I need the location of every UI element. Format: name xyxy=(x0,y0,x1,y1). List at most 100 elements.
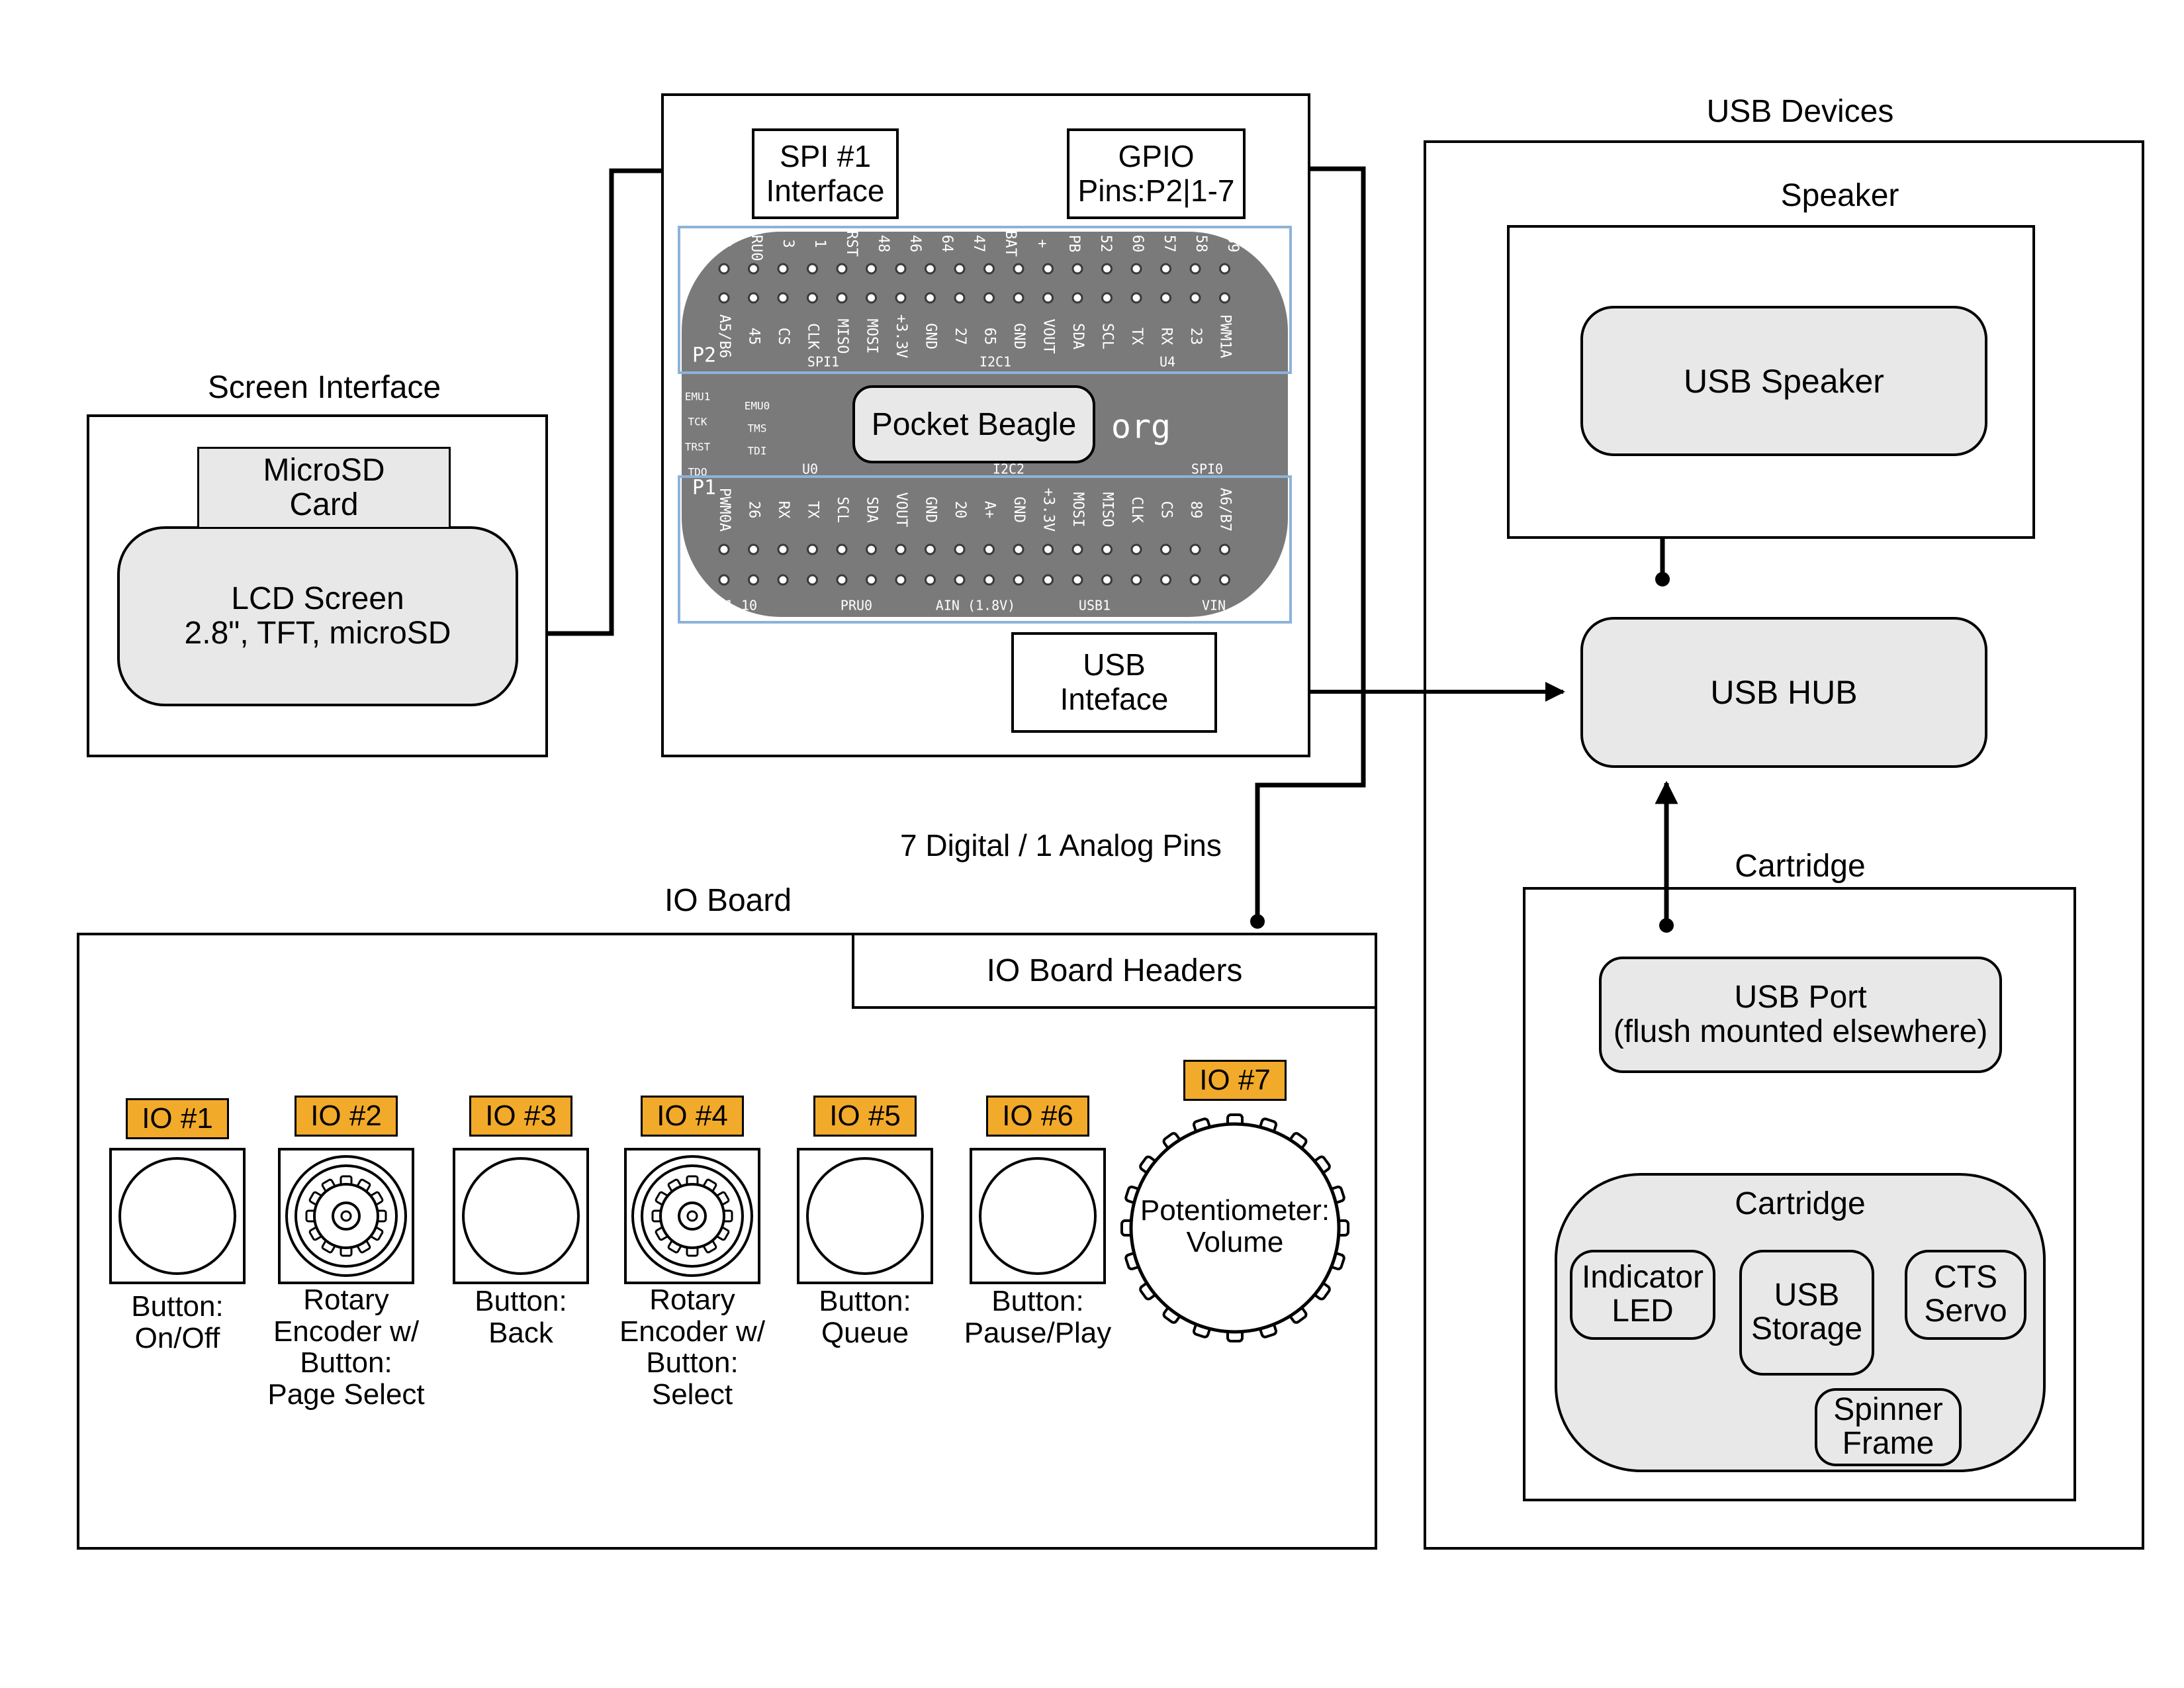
silk-p2-top: 5 xyxy=(716,239,733,248)
silk-p2-mid: 27 xyxy=(952,328,968,346)
silk-p2-mid: MISO xyxy=(834,319,850,354)
header-pin xyxy=(807,543,818,555)
header-pin xyxy=(748,543,759,555)
header-pin xyxy=(836,263,848,275)
header-pin xyxy=(836,543,848,555)
lcd-screen-node: LCD Screen 2.8", TFT, microSD xyxy=(117,526,518,706)
spinner-frame-node: Spinner Frame xyxy=(1815,1388,1962,1466)
silk-p1-mid: CS xyxy=(1158,501,1175,519)
silk-misc: TMS xyxy=(748,422,767,435)
header-pin xyxy=(895,543,907,555)
header-pin xyxy=(718,292,730,304)
header-pin xyxy=(1189,574,1201,586)
silk-p2-mid: SCL xyxy=(1099,323,1116,350)
silk-p2-mid: 45 xyxy=(746,328,762,346)
silk-p2-mid: MOSI xyxy=(864,319,880,354)
cts-servo-node: CTS Servo xyxy=(1905,1250,2026,1340)
header-pin xyxy=(1042,292,1054,304)
silk-p2-top: RST xyxy=(843,230,860,257)
header-pin xyxy=(748,263,759,275)
push-button-icon xyxy=(109,1148,246,1284)
usb-port-node: USB Port (flush mounted elsewhere) xyxy=(1599,957,2002,1073)
header-pin xyxy=(1101,292,1113,304)
header-pin xyxy=(777,292,789,304)
header-pin xyxy=(925,574,936,586)
rotary-encoder-icon xyxy=(278,1148,414,1284)
silk-p1-top: U0 xyxy=(802,461,818,477)
header-pin xyxy=(1042,543,1054,555)
usb-devices-panel xyxy=(1424,140,2144,1550)
silk-p2-bottom: U4 xyxy=(1160,354,1175,370)
silk-misc: org xyxy=(1111,408,1171,446)
silk-misc: TCK xyxy=(688,416,707,428)
header-pin xyxy=(983,263,995,275)
silk-p2-mid: PWM1A xyxy=(1217,314,1234,358)
header-pin xyxy=(925,263,936,275)
io-caption-7: Potentiometer: Volume xyxy=(1140,1194,1330,1258)
cartridge-inner-title-text: Cartridge xyxy=(1735,1186,1866,1221)
push-button-icon xyxy=(797,1148,933,1284)
silk-p2-top: + xyxy=(1034,239,1050,248)
usb-interface-node: USB Inteface xyxy=(1011,632,1217,733)
silk-p1-mid: A6/B7 xyxy=(1217,488,1234,532)
silk-p1-mid: PWM0A xyxy=(716,488,733,532)
silk-p1-mid: MOSI xyxy=(1069,492,1086,528)
push-button-icon xyxy=(970,1148,1106,1284)
io-caption-3: Button: Back xyxy=(475,1285,567,1349)
encoder-shaft-icon xyxy=(285,1155,407,1277)
button-cap-icon xyxy=(979,1157,1097,1275)
p2-header-outline xyxy=(678,226,1292,374)
io-caption-6: Button: Pause/Play xyxy=(964,1285,1112,1349)
header-pin xyxy=(1013,543,1024,555)
header-pin xyxy=(983,292,995,304)
silk-p2-top: 46 xyxy=(907,235,923,253)
header-pin xyxy=(748,574,759,586)
header-pin xyxy=(1130,263,1142,275)
silk-p1-bottom: VIN xyxy=(1202,598,1226,614)
button-cap-icon xyxy=(462,1157,580,1275)
silk-p2-top: PRU0 xyxy=(748,226,764,261)
silk-p2-mid: 65 xyxy=(981,328,998,346)
silk-p2-top: 64 xyxy=(938,235,955,253)
header-pin xyxy=(1071,292,1083,304)
silk-p2-mid: 23 xyxy=(1187,328,1204,346)
button-cap-icon xyxy=(118,1157,236,1275)
header-pin xyxy=(1219,263,1230,275)
silk-p2-top: 47 xyxy=(970,235,987,253)
encoder-shaft-icon xyxy=(631,1155,753,1277)
silk-p2-mid: GND xyxy=(923,323,939,350)
io-board-panel xyxy=(77,933,1377,1550)
header-pin xyxy=(777,543,789,555)
header-pin xyxy=(777,263,789,275)
button-cap-icon xyxy=(806,1157,924,1275)
io-wire-dot xyxy=(1250,914,1265,929)
silk-p2-top: 3 xyxy=(780,239,796,248)
io-tag-2: IO #2 xyxy=(295,1096,398,1137)
header-pin xyxy=(1101,263,1113,275)
header-pin xyxy=(1219,292,1230,304)
header-pin xyxy=(866,543,877,555)
header-pin xyxy=(866,574,877,586)
silk-p1-mid: GND xyxy=(923,496,939,523)
silk-p1-bottom: P1.10 xyxy=(717,598,757,614)
silk-p2-label: P2 xyxy=(692,344,716,367)
spi-interface-node: SPI #1 Interface xyxy=(752,128,899,219)
header-pin xyxy=(983,574,995,586)
silk-p1-mid: TX xyxy=(805,501,821,519)
silk-p1-mid: +3.3V xyxy=(1040,488,1057,532)
silk-misc: TDO xyxy=(688,466,707,479)
silk-p1-mid: GND xyxy=(1011,496,1027,523)
header-pin xyxy=(718,263,730,275)
silk-p2-top: 57 xyxy=(1161,235,1177,253)
header-pin xyxy=(925,543,936,555)
header-pin xyxy=(954,574,966,586)
silk-p1-mid: 20 xyxy=(952,501,968,519)
silk-p2-top: BAT xyxy=(1002,230,1019,257)
push-button-icon xyxy=(453,1148,589,1284)
rotary-encoder-icon xyxy=(624,1148,760,1284)
io-caption-1: Button: On/Off xyxy=(131,1290,224,1354)
header-pin xyxy=(1013,574,1024,586)
silk-p2-top: 48 xyxy=(875,235,891,253)
silk-misc: TRST xyxy=(685,441,711,453)
header-pin xyxy=(1189,263,1201,275)
